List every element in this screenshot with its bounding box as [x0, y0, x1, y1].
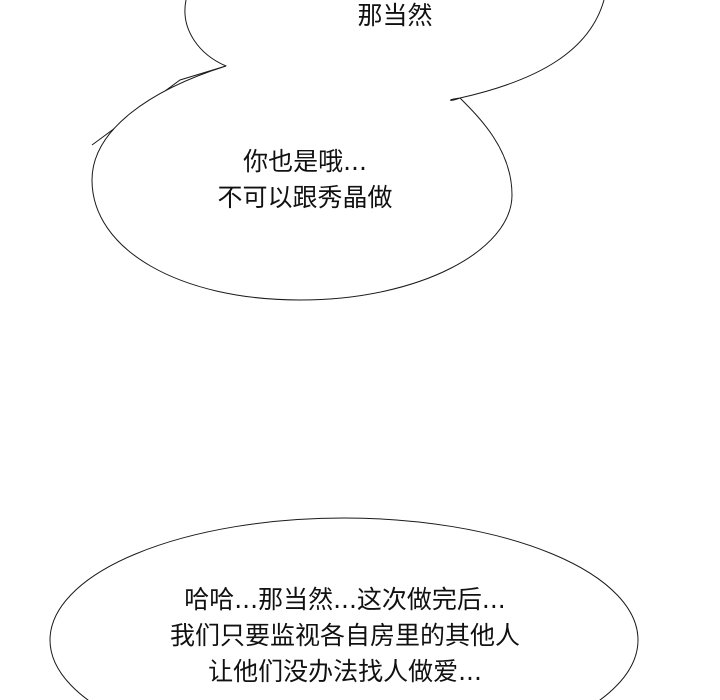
bubble-line: 你也是哦... — [243, 147, 367, 176]
speech-bubble-bottom-text: 哈哈...那当然...这次做完后... 我们只要监视各自房里的其他人 让他们没办… — [110, 582, 580, 690]
speech-bubble-middle-text: 你也是哦... 不可以跟秀晶做 — [180, 144, 430, 216]
bubble-line: 那当然 — [357, 1, 433, 30]
bubble-line: 让他们没办法找人做爱... — [208, 657, 482, 686]
bubble-line: 我们只要监视各自房里的其他人 — [169, 621, 520, 650]
bubble-line: 哈哈...那当然...这次做完后... — [184, 585, 506, 614]
speech-bubble-top-text: 那当然 — [330, 0, 460, 34]
bubble-line: 不可以跟秀晶做 — [217, 183, 393, 212]
speech-bubble-middle-outline — [91, 65, 513, 301]
speech-bubble-bottom-outline — [49, 517, 639, 700]
